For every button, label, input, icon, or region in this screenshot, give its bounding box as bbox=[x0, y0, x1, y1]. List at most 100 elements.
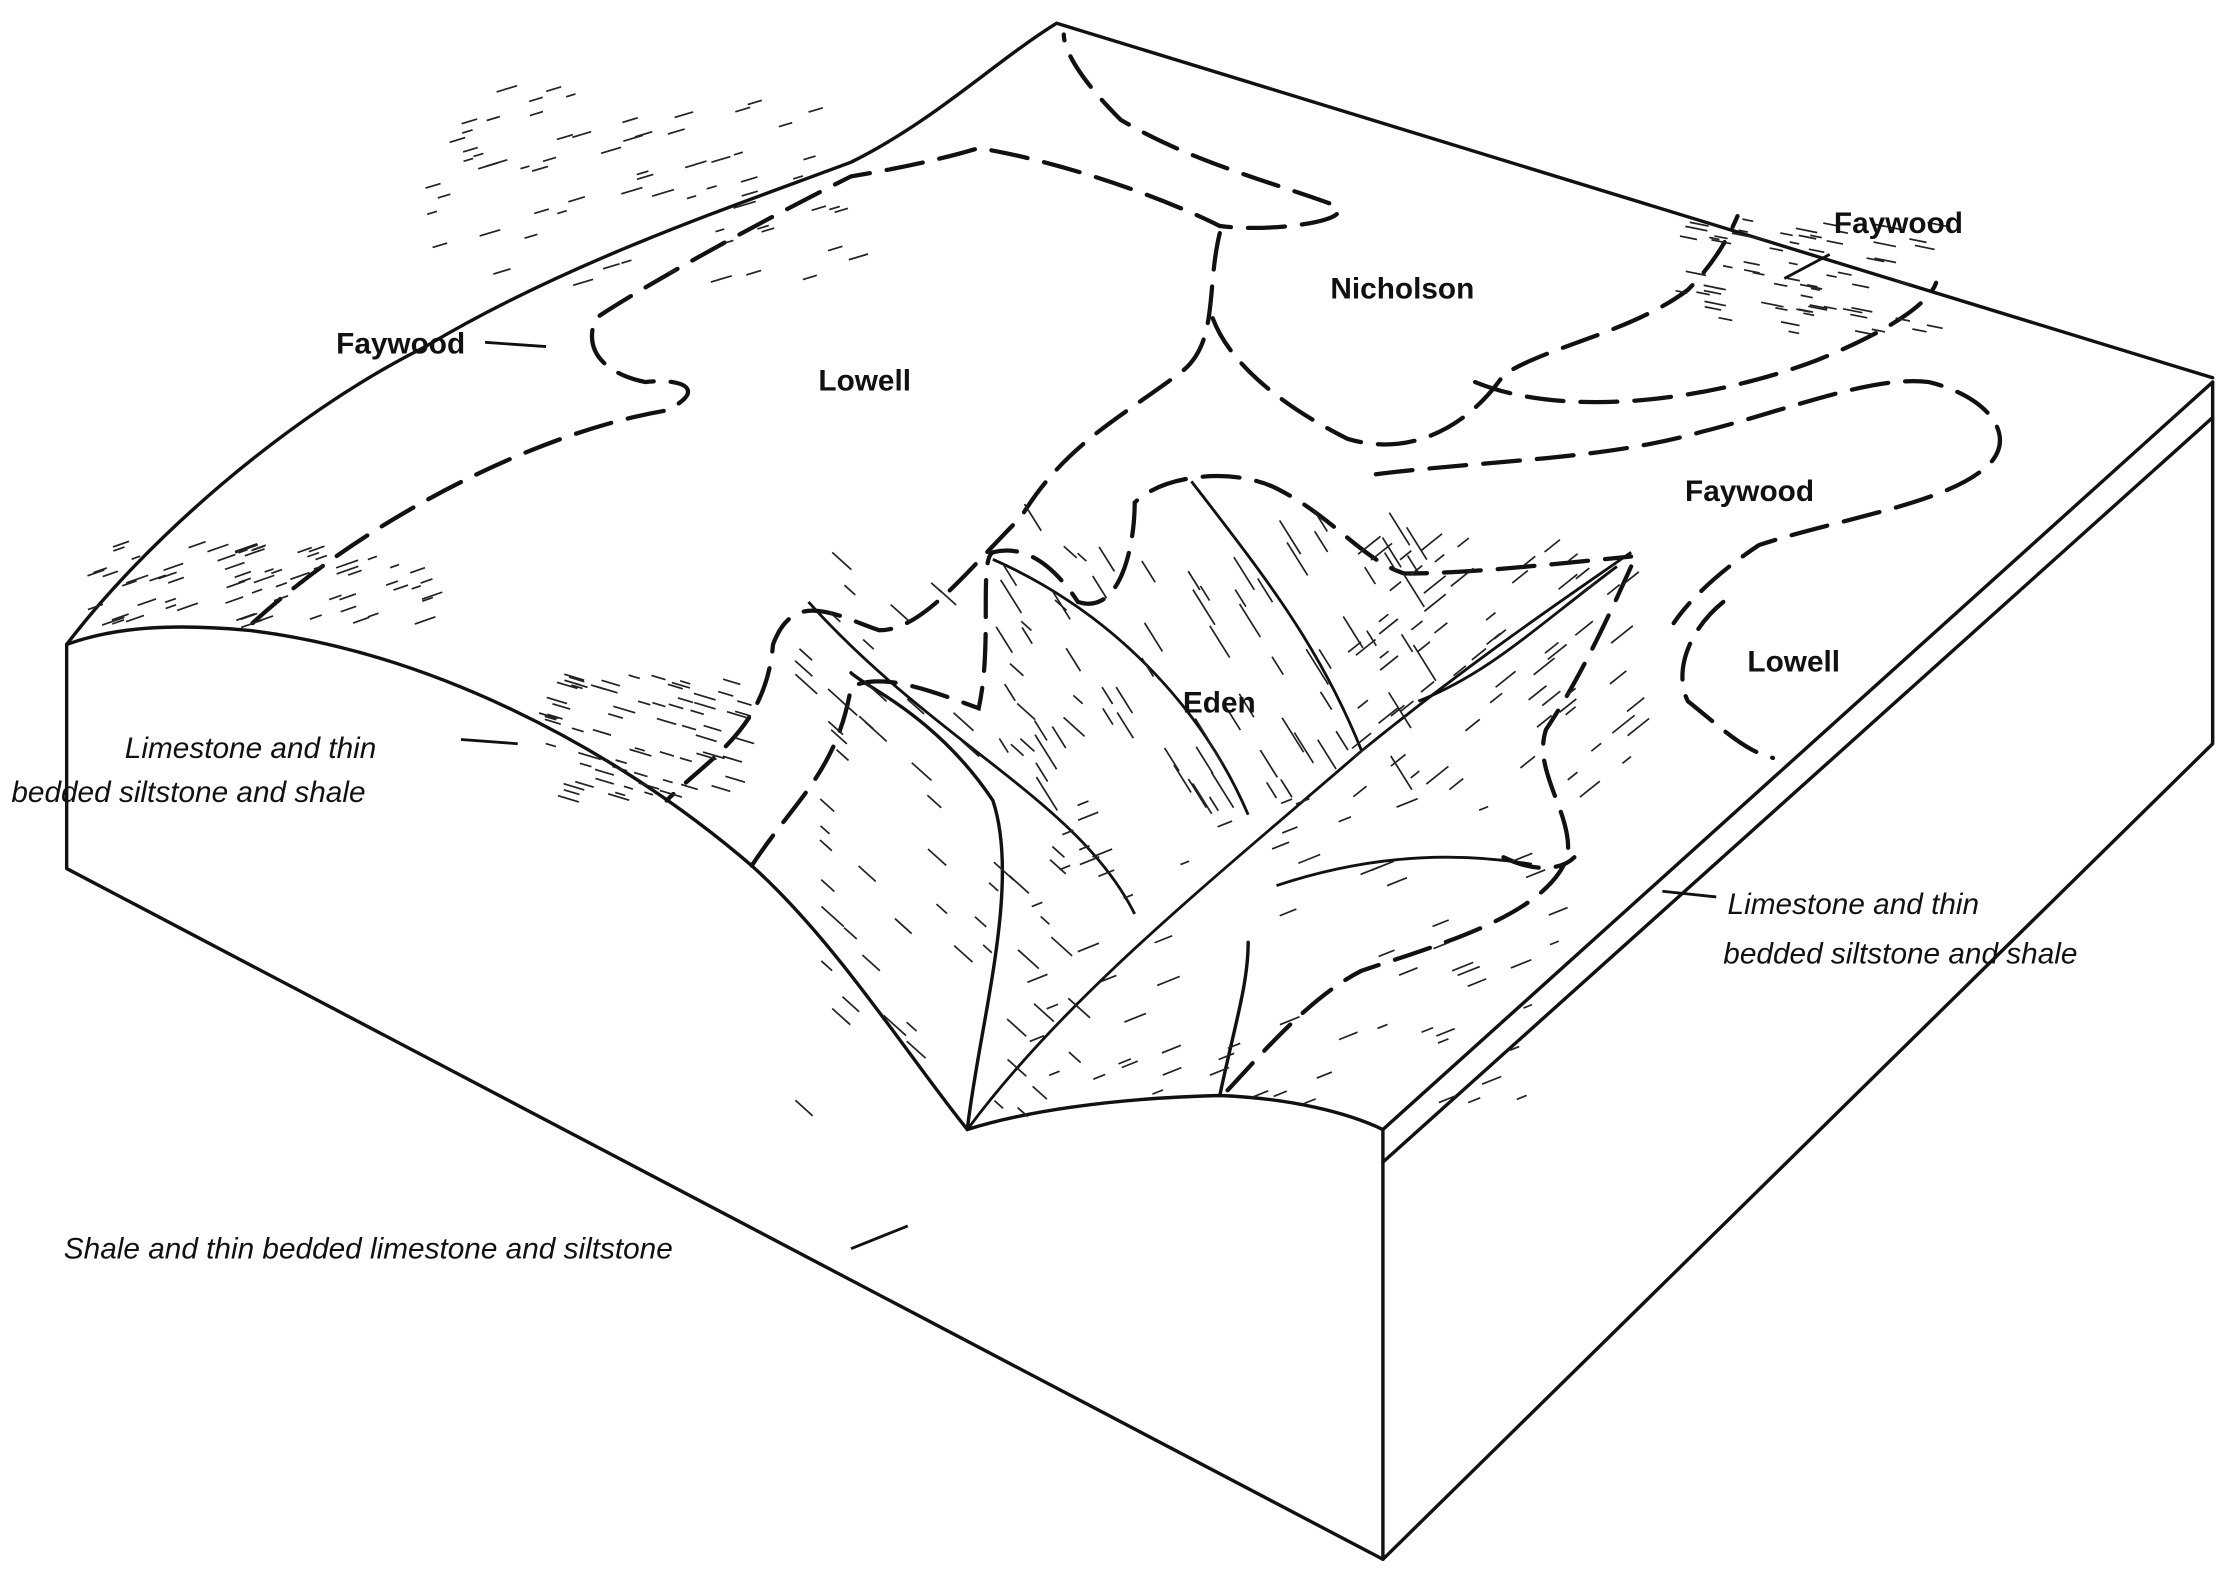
hachure-mark bbox=[1808, 305, 1828, 311]
hachure-mark bbox=[307, 551, 320, 558]
hachure-mark bbox=[462, 146, 478, 153]
hachure-mark bbox=[1574, 620, 1594, 636]
hachure-mark bbox=[1180, 860, 1190, 866]
hachure-mark bbox=[1091, 575, 1108, 599]
hachure-mark bbox=[735, 106, 751, 113]
hachure-mark bbox=[389, 563, 400, 569]
hachure-mark bbox=[651, 188, 675, 197]
hachure-mark bbox=[1281, 826, 1298, 834]
hachure-mark bbox=[794, 673, 818, 695]
hachure-mark bbox=[1559, 698, 1577, 713]
hachure-mark bbox=[253, 574, 275, 584]
hachure-mark bbox=[1067, 997, 1091, 1019]
hachure-mark bbox=[1866, 257, 1885, 263]
hachure-mark bbox=[667, 128, 685, 135]
hachure-mark bbox=[1798, 234, 1817, 240]
hachure-mark bbox=[556, 133, 574, 141]
hachure-mark bbox=[1302, 1098, 1317, 1105]
hachure-mark bbox=[409, 566, 426, 574]
hachure-mark bbox=[1895, 317, 1911, 322]
hachure-mark bbox=[158, 571, 177, 580]
label-faywood-right: Faywood bbox=[1685, 475, 1814, 508]
hachure-mark bbox=[1116, 711, 1135, 739]
hachure-mark bbox=[1072, 694, 1084, 705]
hachure-mark bbox=[1279, 908, 1297, 917]
hachure-mark bbox=[188, 540, 206, 549]
hachure-mark bbox=[757, 224, 770, 230]
hachure-mark bbox=[718, 690, 734, 697]
hachure-mark bbox=[1610, 625, 1634, 644]
hachure-mark bbox=[667, 683, 684, 690]
hachure-mark bbox=[1357, 535, 1382, 555]
leader-arrows bbox=[460, 253, 1831, 1250]
hachure-mark bbox=[1223, 703, 1242, 731]
hachure-mark bbox=[1486, 632, 1501, 645]
hachure-mark bbox=[533, 208, 550, 215]
hachure-mark bbox=[1051, 726, 1067, 749]
hachure-mark bbox=[820, 878, 835, 893]
hachure-mark bbox=[1192, 783, 1213, 815]
hachure-mark bbox=[1173, 764, 1192, 793]
geology-labels: Limestone and thin bedded siltstone and … bbox=[11, 732, 2077, 1266]
hachure-mark bbox=[1874, 257, 1897, 264]
hachure-mark bbox=[167, 576, 185, 584]
hachure-mark bbox=[1016, 702, 1036, 721]
hachure-mark bbox=[1722, 264, 1733, 269]
hachure-mark bbox=[820, 960, 833, 972]
hachure-mark bbox=[1788, 261, 1798, 266]
hachure-mark bbox=[722, 755, 743, 763]
hachure-mark bbox=[848, 253, 869, 261]
hachure-mark bbox=[1400, 700, 1414, 712]
hachure-mark bbox=[1389, 581, 1402, 592]
hachure-mark bbox=[275, 581, 288, 588]
hachure-mark bbox=[411, 584, 422, 590]
hachure-mark bbox=[1410, 620, 1424, 631]
hachure-mark bbox=[1800, 294, 1813, 299]
hachure-mark bbox=[1837, 230, 1849, 235]
hachure-mark bbox=[1583, 582, 1596, 593]
hachure-mark bbox=[998, 737, 1009, 754]
hachure-mark bbox=[137, 598, 157, 607]
hachure-mark bbox=[461, 129, 473, 134]
hachure-mark bbox=[993, 1099, 1004, 1109]
hachure-mark bbox=[1386, 876, 1408, 887]
hachure-mark bbox=[1286, 541, 1309, 576]
hachure-mark bbox=[1810, 287, 1821, 292]
hachure-mark bbox=[686, 194, 697, 200]
hachure-mark bbox=[1378, 618, 1399, 635]
hachure-mark bbox=[671, 681, 691, 689]
hachure-mark bbox=[861, 954, 881, 972]
hachure-mark bbox=[347, 569, 362, 576]
hachure-mark bbox=[557, 209, 567, 215]
hachure-mark bbox=[830, 729, 848, 745]
hachure-mark bbox=[1218, 1052, 1235, 1061]
hachure-mark bbox=[1195, 746, 1214, 774]
hachure-mark bbox=[552, 702, 571, 710]
hachure-mark bbox=[563, 788, 580, 796]
hachure-mark bbox=[1256, 577, 1274, 603]
hachure-mark bbox=[715, 228, 725, 233]
hachure-mark bbox=[831, 1007, 851, 1026]
hachure-mark bbox=[1558, 573, 1578, 590]
hachure-mark bbox=[367, 555, 378, 561]
hachure-mark bbox=[1914, 244, 1935, 251]
hachure-mark bbox=[741, 190, 758, 197]
hachure-mark bbox=[1021, 626, 1033, 645]
hachure-mark bbox=[1271, 841, 1290, 850]
hachure-mark bbox=[1788, 330, 1800, 335]
hachure-mark bbox=[1464, 718, 1481, 732]
hachure-mark bbox=[628, 674, 641, 680]
hachure-mark bbox=[595, 777, 615, 785]
hachure-mark bbox=[1565, 706, 1577, 716]
hachure-mark bbox=[1405, 526, 1428, 561]
hachure-mark bbox=[1004, 683, 1016, 702]
hachure-mark bbox=[251, 545, 266, 552]
hachure-mark bbox=[1544, 641, 1559, 654]
hachure-mark bbox=[668, 703, 684, 710]
hachure-mark bbox=[1020, 620, 1032, 632]
hachure-mark bbox=[953, 945, 974, 963]
hachure-mark bbox=[528, 96, 543, 103]
hachure-mark bbox=[1450, 567, 1474, 587]
hachure-mark bbox=[1467, 978, 1487, 988]
hachure-mark bbox=[226, 580, 246, 589]
